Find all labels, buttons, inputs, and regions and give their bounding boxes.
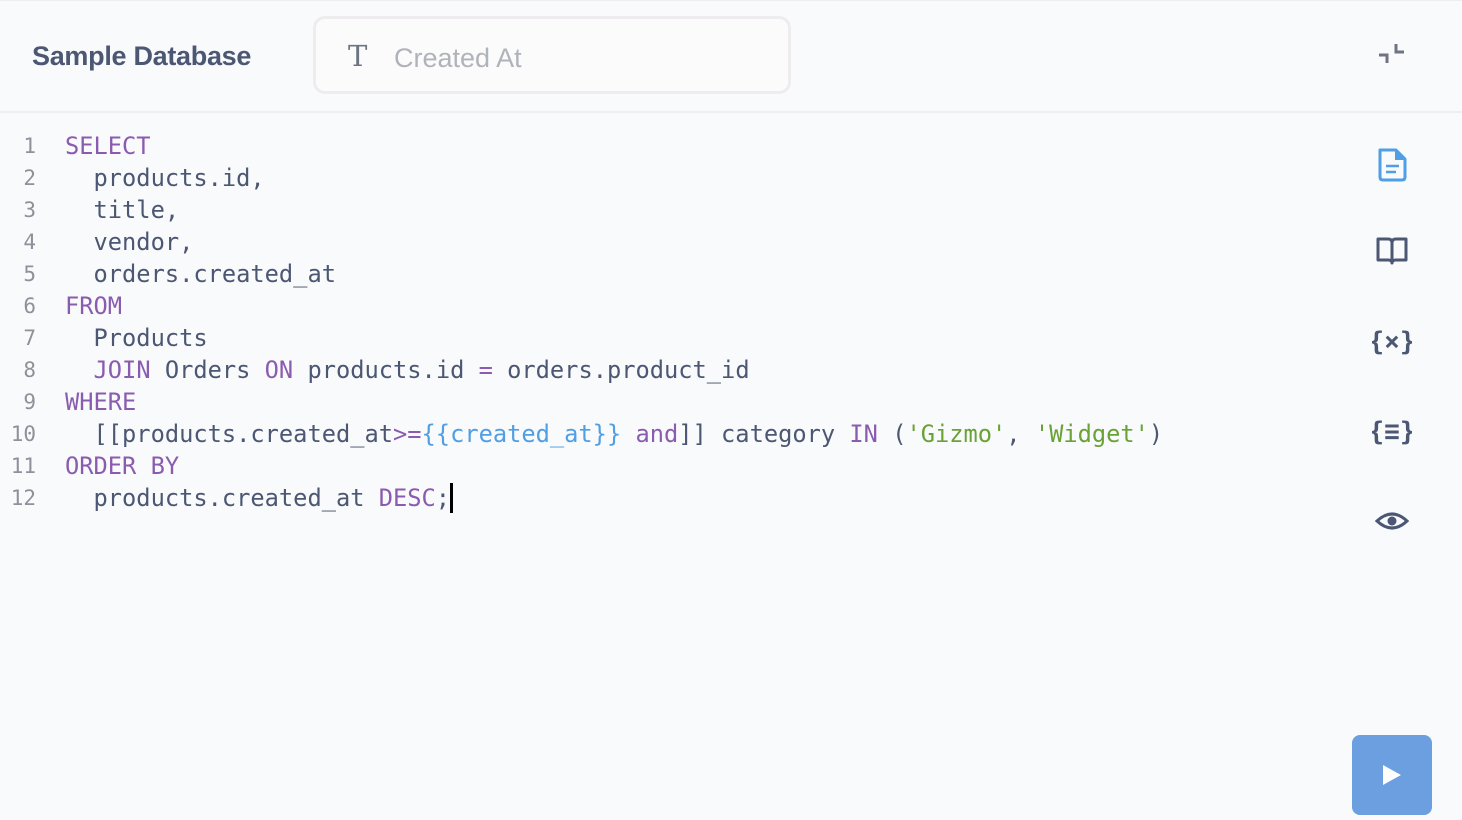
line-number: 2: [23, 166, 36, 190]
code-text: title,: [65, 194, 180, 226]
line-number: 11: [10, 454, 36, 478]
line-number: 5: [23, 262, 36, 286]
code-token: [65, 356, 94, 384]
line-number: 9: [23, 390, 36, 414]
top-border: [0, 0, 1462, 1]
text-cursor: [450, 483, 454, 513]
play-icon: [1383, 765, 1401, 785]
code-text: [[products.created_at>={{created_at}} an…: [65, 418, 1164, 450]
code-token: products.id,: [65, 164, 265, 192]
sql-keyword: >=: [393, 420, 422, 448]
string-literal: 'Gizmo': [906, 420, 1007, 448]
sql-keyword: WHERE: [65, 388, 137, 416]
line-number: 12: [10, 486, 36, 510]
sql-keyword: =: [478, 356, 493, 384]
sql-keyword: ON: [264, 356, 294, 384]
code-token: vendor,: [65, 228, 194, 256]
code-token: title,: [65, 196, 180, 224]
code-token: Orders: [150, 356, 265, 384]
sql-keyword: FROM: [65, 292, 123, 320]
line-number: 1: [23, 134, 36, 158]
variables-icon[interactable]: {×}: [1372, 321, 1412, 361]
sql-keyword: and: [635, 420, 679, 448]
code-text: JOIN Orders ON products.id = orders.prod…: [65, 354, 750, 386]
code-token: [[products.created_at: [65, 420, 394, 448]
sql-keyword: ORDER BY: [65, 452, 180, 480]
code-token: ]] category: [678, 420, 850, 448]
code-text: FROM: [65, 290, 122, 322]
line-number: 6: [23, 294, 36, 318]
code-token: ;: [435, 484, 451, 512]
line-number: 4: [23, 230, 36, 254]
line-number: 3: [23, 198, 36, 222]
line-number: 10: [10, 422, 36, 446]
code-token: orders.created_at: [65, 260, 336, 288]
data-reference-icon[interactable]: [1372, 145, 1412, 185]
code-text: SELECT: [65, 130, 151, 162]
code-token: orders.product_id: [492, 356, 750, 384]
book-icon[interactable]: [1372, 231, 1412, 271]
code-token: Products: [65, 324, 208, 352]
editor-header: Sample Database T Created At: [0, 1, 1462, 113]
snippet-icon[interactable]: {≡}: [1372, 411, 1412, 451]
text-type-icon: T: [348, 39, 368, 73]
collapse-icon[interactable]: [1376, 41, 1408, 73]
code-text: Products: [65, 322, 208, 354]
code-token: products.created_at: [65, 484, 379, 512]
code-text: orders.created_at: [65, 258, 336, 290]
code-token: products.id: [293, 356, 479, 384]
database-picker[interactable]: Sample Database: [32, 41, 252, 71]
code-token: ,: [1006, 420, 1035, 448]
code-token: [621, 420, 635, 448]
sql-keyword: JOIN: [93, 356, 151, 384]
svg-text:{×}: {×}: [1372, 327, 1412, 357]
code-token: (: [877, 420, 907, 448]
code-text: products.created_at DESC;: [65, 482, 454, 514]
line-number: 8: [23, 358, 36, 382]
line-number: 7: [23, 326, 36, 350]
preview-eye-icon[interactable]: [1372, 501, 1412, 541]
code-token: ): [1148, 420, 1164, 448]
parameter-placeholder: Created At: [394, 43, 522, 73]
string-literal: 'Widget': [1034, 420, 1149, 448]
code-text: vendor,: [65, 226, 194, 258]
svg-text:{≡}: {≡}: [1372, 417, 1412, 447]
sql-keyword: DESC: [378, 484, 436, 512]
created-at-parameter-widget[interactable]: T Created At: [313, 16, 791, 94]
sql-keyword: IN: [849, 420, 878, 448]
sql-keyword: SELECT: [65, 132, 151, 160]
code-text: products.id,: [65, 162, 265, 194]
code-text: WHERE: [65, 386, 136, 418]
code-text: ORDER BY: [65, 450, 179, 482]
template-variable: {{created_at}}: [421, 420, 622, 448]
run-query-button[interactable]: [1352, 735, 1432, 815]
